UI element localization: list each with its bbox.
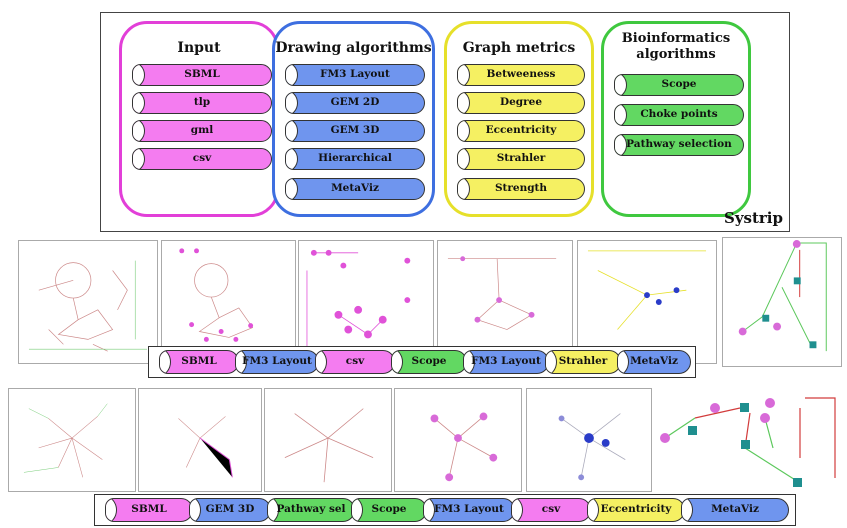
metaviz-button[interactable]: MetaViz — [285, 178, 425, 200]
gem-2d-button[interactable]: GEM 2D — [285, 92, 425, 114]
row2-network-thumb-1 — [8, 388, 136, 492]
row1-network-thumb-4 — [437, 240, 573, 364]
input-csv-button[interactable]: csv — [132, 148, 272, 170]
input-sbml-button[interactable]: SBML — [132, 64, 272, 86]
input-tlp-button[interactable]: tlp — [132, 92, 272, 114]
pipeline-2: SBML GEM 3D Pathway sel Scope FM3 Layout… — [94, 494, 796, 526]
row1-network-thumb-3 — [298, 240, 434, 364]
input-group: Input SBML tlp gml csv — [119, 21, 279, 217]
bioinformatics-group: Bioinformatics algorithms Scope Choke po… — [601, 21, 751, 217]
strahler-button[interactable]: Strahler — [457, 148, 585, 170]
drawing-group-title: Drawing algorithms — [275, 40, 432, 56]
graph-metrics-group: Graph metrics Betweeness Degree Eccentri… — [444, 21, 594, 217]
pipeline1-step-5[interactable]: FM3 Layout — [463, 350, 549, 374]
pipeline2-step-3[interactable]: Pathway sel — [267, 498, 355, 522]
network-sketch — [28, 260, 148, 352]
row2-network-thumb-4 — [394, 388, 522, 492]
systrip-label: Systrip — [723, 209, 783, 227]
eccentricity-button[interactable]: Eccentricity — [457, 120, 585, 142]
pipeline2-step-5[interactable]: FM3 Layout — [423, 498, 515, 522]
pipeline1-step-6[interactable]: Strahler — [545, 350, 621, 374]
row1-network-thumb-1 — [18, 240, 158, 364]
row2-network-thumb-5 — [526, 388, 652, 492]
strength-button[interactable]: Strength — [457, 178, 585, 200]
choke-points-button[interactable]: Choke points — [614, 104, 744, 126]
pipeline2-step-4[interactable]: Scope — [351, 498, 427, 522]
input-gml-button[interactable]: gml — [132, 120, 272, 142]
metrics-group-title: Graph metrics — [462, 40, 576, 56]
row1-network-thumb-5 — [577, 240, 717, 364]
hierarchical-button[interactable]: Hierarchical — [285, 148, 425, 170]
pipeline1-step-2[interactable]: FM3 Layout — [235, 350, 319, 374]
pipeline2-step-2[interactable]: GEM 3D — [189, 498, 271, 522]
drawing-algorithms-group: Drawing algorithms FM3 Layout GEM 2D GEM… — [272, 21, 435, 217]
row2-network-thumb-3 — [264, 388, 392, 492]
bioinfo-group-title-line1: Bioinformatics — [621, 31, 731, 46]
systrip-panel: Input SBML tlp gml csv Drawing algorithm… — [100, 12, 790, 232]
pipeline1-step-3[interactable]: csv — [315, 350, 395, 374]
row1-network-thumb-6 — [722, 237, 842, 367]
row2-network-thumb-2 — [138, 388, 262, 492]
degree-button[interactable]: Degree — [457, 92, 585, 114]
pipeline2-step-7[interactable]: Eccentricity — [587, 498, 685, 522]
pipeline1-step-7[interactable]: MetaViz — [617, 350, 691, 374]
fm3-layout-button[interactable]: FM3 Layout — [285, 64, 425, 86]
scope-button[interactable]: Scope — [614, 74, 744, 96]
row2-network-thumb-6 — [655, 388, 843, 492]
pipeline2-step-6[interactable]: csv — [511, 498, 591, 522]
input-group-title: Input — [177, 40, 221, 56]
pipeline2-step-1[interactable]: SBML — [105, 498, 193, 522]
pipeline1-step-1[interactable]: SBML — [159, 350, 239, 374]
gem-3d-button[interactable]: GEM 3D — [285, 120, 425, 142]
bioinfo-group-title-line2: algorithms — [636, 47, 716, 62]
betweeness-button[interactable]: Betweeness — [457, 64, 585, 86]
pipeline1-step-4[interactable]: Scope — [391, 350, 467, 374]
pipeline-1: SBML FM3 Layout csv Scope FM3 Layout Str… — [148, 346, 696, 378]
pipeline2-step-8[interactable]: MetaViz — [681, 498, 789, 522]
pathway-selection-button[interactable]: Pathway selection — [614, 134, 744, 156]
